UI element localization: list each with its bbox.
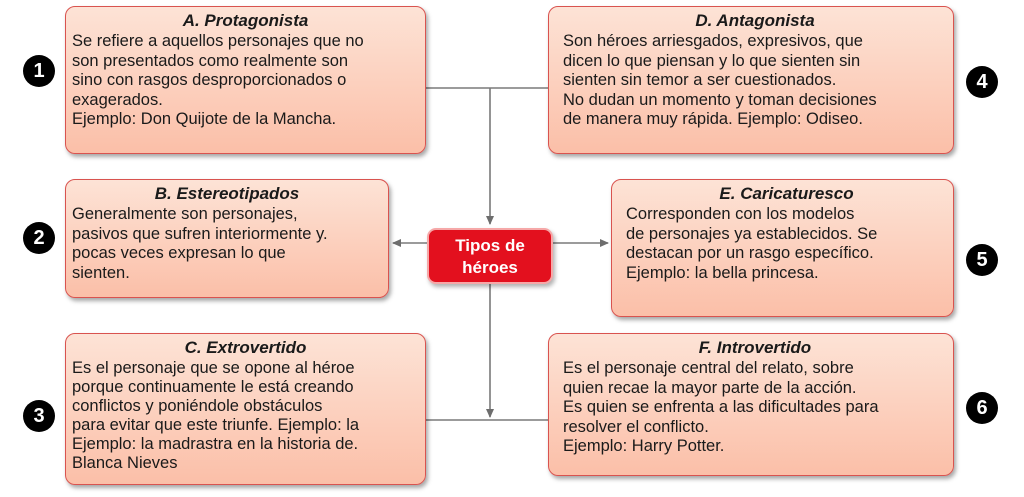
number-badge-5: 5 <box>966 244 998 276</box>
box-line: dicen lo que piensan y lo que sienten si… <box>563 51 861 70</box>
box-line: destacan por un rasgo específico. <box>626 244 874 262</box>
number-badge-2: 2 <box>23 222 55 254</box>
box-line: exagerados. <box>72 90 163 109</box>
box-title: D. Antagonista <box>695 11 815 30</box>
box-introvertido: F. Introvertido Es el personaje central … <box>548 333 954 476</box>
box-line: de manera muy rápida. Ejemplo: Odiseo. <box>563 110 863 128</box>
box-title: B. Estereotipados <box>154 184 300 203</box>
box-title: C. Extrovertido <box>184 338 307 357</box>
box-line: Ejemplo: la madrastra en la historia de. <box>72 435 359 453</box>
box-title: A. Protagonista <box>182 11 309 30</box>
number-badge-6: 6 <box>966 392 998 424</box>
box-antagonista: D. Antagonista Son héroes arriesgados, e… <box>548 6 954 154</box>
box-line: sienten sin temor a ser cuestionados. <box>563 71 837 89</box>
box-body: Es el personaje central del relato, sobr… <box>563 359 947 457</box>
box-line: Se refiere a aquellos personajes que no <box>72 32 364 50</box>
box-line: son presentados como realmente son <box>72 51 349 70</box>
box-line: sienten. <box>72 263 130 282</box>
box-body: Generalmente son personajes, pasivos que… <box>72 205 382 283</box>
box-line: de personajes ya establecidos. Se <box>626 224 878 243</box>
box-line: Ejemplo: la bella princesa. <box>626 263 819 282</box>
box-body: Son héroes arriesgados, expresivos, que … <box>563 32 947 130</box>
box-line: resolver el conflicto. <box>563 417 709 436</box>
number-badge-1: 1 <box>23 55 55 87</box>
box-line: Ejemplo: Don Quijote de la Mancha. <box>72 110 337 128</box>
box-title: F. Introvertido <box>698 338 812 357</box>
central-node-line: héroes <box>462 258 518 277</box>
box-line: Blanca Nieves <box>72 454 178 472</box>
central-node-line: Tipos de <box>455 236 525 255</box>
central-node-tipos-de-heroes: Tipos de héroes <box>427 228 553 284</box>
box-line: para evitar que este triunfe. Ejemplo: l… <box>72 416 360 434</box>
box-line: quien recae la mayor parte de la acción. <box>563 378 857 397</box>
box-line: Es quien se enfrenta a las dificultades … <box>563 398 879 416</box>
box-extrovertido: C. Extrovertido Es el personaje que se o… <box>65 333 426 485</box>
box-line: conflictos y poniéndole obstáculos <box>72 397 323 415</box>
box-line: Ejemplo: Harry Potter. <box>563 437 725 455</box>
number-badge-3: 3 <box>23 400 55 432</box>
box-body: Corresponden con los modelos de personaj… <box>626 205 947 283</box>
box-line: porque continuamente le está creando <box>72 378 354 396</box>
box-line: pasivos que sufren interiormente y. <box>72 224 328 243</box>
box-line: Generalmente son personajes, <box>72 205 298 223</box>
box-line: Son héroes arriesgados, expresivos, que <box>563 32 863 50</box>
box-caricaturesco: E. Caricaturesco Corresponden con los mo… <box>611 179 954 317</box>
box-line: Corresponden con los modelos <box>626 205 855 223</box>
box-line: No dudan un momento y toman decisiones <box>563 90 877 109</box>
box-line: sino con rasgos desproporcionados o <box>72 71 347 89</box>
box-estereotipados: B. Estereotipados Generalmente son perso… <box>65 179 389 298</box>
box-line: Es el personaje que se opone al héroe <box>72 359 355 377</box>
number-badge-4: 4 <box>966 66 998 98</box>
box-title: E. Caricaturesco <box>719 184 854 203</box>
box-protagonista: A. Protagonista Se refiere a aquellos pe… <box>65 6 426 154</box>
box-line: pocas veces expresan lo que <box>72 244 286 262</box>
box-line: Es el personaje central del relato, sobr… <box>563 359 854 377</box>
box-body: Es el personaje que se opone al héroe po… <box>72 359 419 473</box>
box-body: Se refiere a aquellos personajes que no … <box>72 32 419 130</box>
